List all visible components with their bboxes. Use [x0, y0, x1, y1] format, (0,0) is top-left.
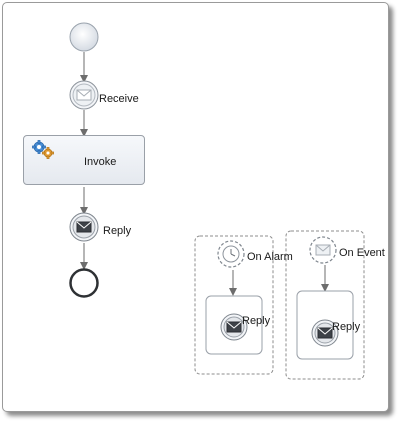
on-alarm-handler[interactable]	[194, 235, 274, 375]
alarm-label: On Alarm	[247, 251, 293, 263]
envelope-icon	[76, 89, 92, 101]
alarm-reply-label: Reply	[242, 315, 271, 327]
clock-icon	[222, 245, 240, 263]
gears-icon	[32, 140, 54, 159]
event-reply-node[interactable]	[311, 319, 339, 347]
connectors	[80, 52, 329, 296]
event-node[interactable]	[309, 236, 337, 264]
alarm-node[interactable]	[217, 240, 245, 268]
invoke-label: Invoke	[84, 156, 117, 168]
receive-node[interactable]	[69, 80, 99, 110]
end-event-icon[interactable]	[69, 268, 99, 298]
event-label: On Event	[339, 247, 385, 259]
event-reply-label: Reply	[332, 321, 361, 333]
alarm-reply-node[interactable]	[220, 313, 248, 341]
reply-node[interactable]	[69, 212, 99, 242]
reply-label: Reply	[103, 225, 132, 237]
envelope-icon	[317, 327, 333, 339]
on-event-handler[interactable]	[285, 230, 365, 380]
start-event-icon[interactable]	[69, 22, 99, 52]
envelope-icon	[226, 321, 242, 333]
receive-label: Receive	[99, 93, 139, 105]
envelope-icon	[315, 244, 331, 256]
envelope-icon	[76, 221, 92, 233]
invoke-activity[interactable]: Invoke	[23, 135, 145, 185]
